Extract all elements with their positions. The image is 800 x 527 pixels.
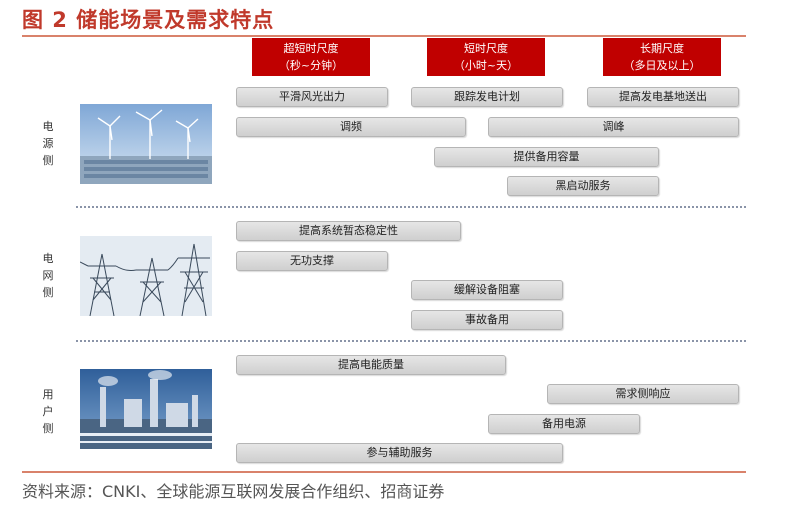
section-divider [76, 206, 746, 208]
bar-smooth-renewable-output: 平滑风光出力 [236, 87, 388, 107]
bar-frequency-regulation: 调频 [236, 117, 466, 137]
bar-backup-power: 备用电源 [488, 414, 640, 434]
title-rule [22, 35, 746, 37]
section-label-user: 用户侧 [42, 388, 54, 435]
bar-transient-stability: 提高系统暂态稳定性 [236, 221, 461, 241]
industrial-plant-image [80, 369, 212, 449]
figure-title: 图 2 储能场景及需求特点 [22, 8, 275, 32]
bar-power-quality: 提高电能质量 [236, 355, 506, 375]
bar-improve-base-transmission: 提高发电基地送出 [587, 87, 739, 107]
transmission-tower-image [80, 236, 212, 316]
bar-emergency-reserve: 事故备用 [411, 310, 563, 330]
bar-relieve-congestion: 缓解设备阻塞 [411, 280, 563, 300]
wind-farm-image [80, 104, 212, 184]
header-ultra-short: 超短时尺度 （秒~分钟） [252, 38, 370, 76]
bar-demand-response: 需求侧响应 [547, 384, 739, 404]
bottom-rule [22, 471, 746, 473]
header-long: 长期尺度 （多日及以上） [603, 38, 721, 76]
bar-peak-shaving: 调峰 [488, 117, 739, 137]
bar-track-generation-plan: 跟踪发电计划 [411, 87, 563, 107]
bar-ancillary-services: 参与辅助服务 [236, 443, 563, 463]
section-label-grid: 电网侧 [42, 252, 54, 299]
bar-reserve-capacity: 提供备用容量 [434, 147, 659, 167]
header-short: 短时尺度 （小时~天） [427, 38, 545, 76]
section-label-generation: 电源侧 [42, 120, 54, 167]
bar-black-start: 黑启动服务 [507, 176, 659, 196]
source-note: 资料来源：CNKI、全球能源互联网发展合作组织、招商证券 [22, 482, 445, 501]
section-divider [76, 340, 746, 342]
bar-reactive-support: 无功支撑 [236, 251, 388, 271]
